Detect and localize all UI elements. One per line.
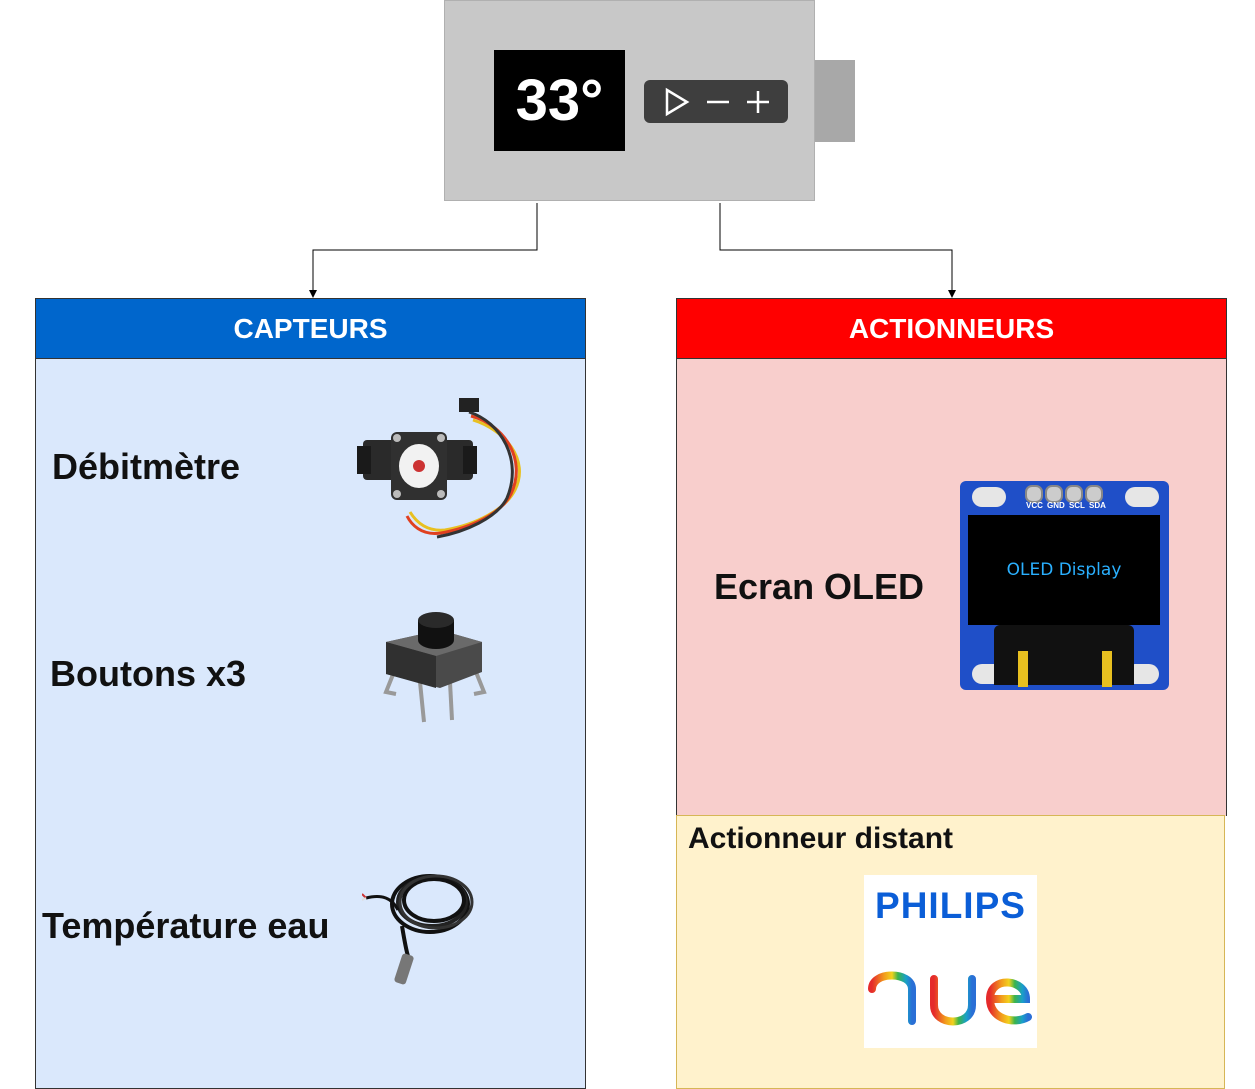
connector-to-actionneurs xyxy=(719,203,953,290)
pin-label-gnd: GND xyxy=(1047,501,1065,510)
device-connector xyxy=(815,60,855,142)
capteurs-panel xyxy=(35,358,586,1089)
pin-label-vcc: VCC xyxy=(1026,501,1043,510)
solder-pad xyxy=(1018,651,1028,687)
device-controls xyxy=(644,80,788,123)
philips-hue-logo: PHILIPS hue xyxy=(864,875,1037,1048)
mount-hole xyxy=(972,487,1006,507)
ribbon-cable xyxy=(994,625,1134,685)
temperature-probe-image xyxy=(362,874,474,985)
pin-icon xyxy=(1025,485,1043,503)
capteurs-header: CAPTEURS xyxy=(35,298,586,359)
solder-pad xyxy=(1102,651,1112,687)
pin-icon xyxy=(1065,485,1083,503)
hue-logo-graphic xyxy=(868,953,1032,1026)
oled-display-image: VCC GND SCL SDA OLED Display xyxy=(960,481,1169,690)
pin-labels: VCC GND SCL SDA xyxy=(1024,501,1108,510)
capteur-label-temperature: Température eau xyxy=(42,905,330,946)
philips-logo-text: PHILIPS xyxy=(875,885,1026,926)
hue-logo-text: hue xyxy=(864,875,865,876)
push-button-image xyxy=(383,612,487,723)
flow-meter-image xyxy=(357,398,521,539)
pin-label-scl: SCL xyxy=(1068,501,1085,510)
plus-icon[interactable] xyxy=(745,89,771,115)
oled-screen-text: OLED Display xyxy=(1006,560,1122,580)
capteur-label-debitmetre: Débitmètre xyxy=(52,446,241,487)
oled-screen: OLED Display xyxy=(968,515,1160,625)
actionneur-label-oled: Ecran OLED xyxy=(714,566,925,607)
actionneurs-header: ACTIONNEURS xyxy=(676,298,1227,359)
connector-to-capteurs xyxy=(312,203,538,290)
pin-row xyxy=(1024,485,1104,511)
temperature-display: 33° xyxy=(494,50,625,151)
play-icon[interactable] xyxy=(661,87,691,117)
pin-label-sda: SDA xyxy=(1089,501,1106,510)
pin-icon xyxy=(1085,485,1103,503)
pin-icon xyxy=(1045,485,1063,503)
capteur-label-boutons: Boutons x3 xyxy=(50,653,247,694)
actionneur-distant-title: Actionneur distant xyxy=(688,822,954,855)
minus-icon[interactable] xyxy=(705,89,731,115)
mount-hole xyxy=(1125,487,1159,507)
